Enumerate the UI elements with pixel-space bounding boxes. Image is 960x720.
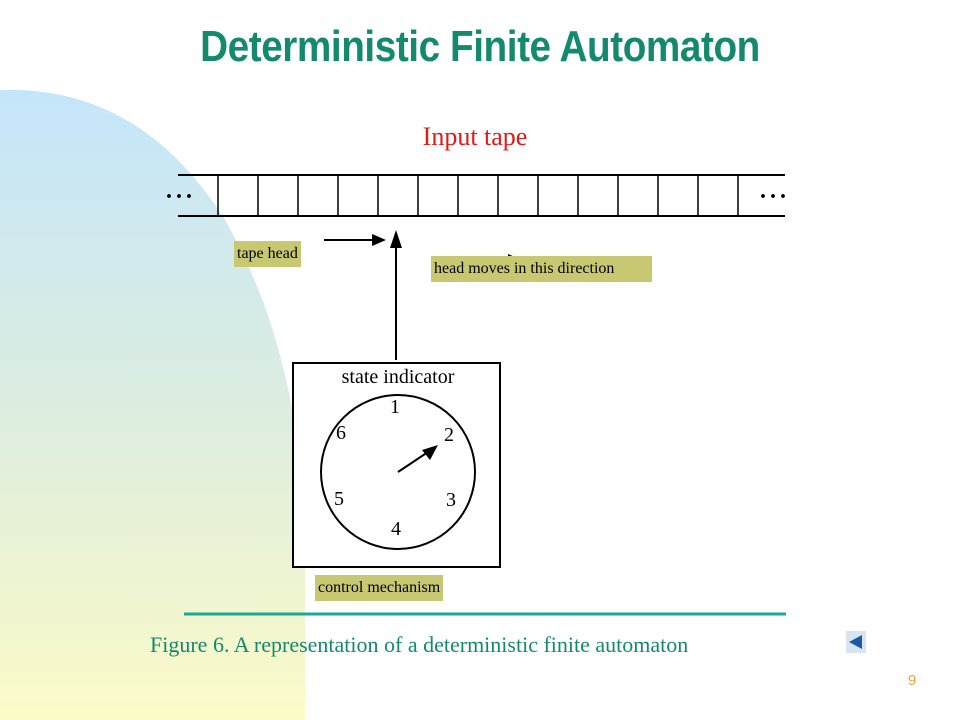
tape-ellipsis-right: ... (760, 178, 790, 204)
tape-head-label: tape head (234, 241, 301, 267)
state-indicator-label: state indicator (341, 366, 455, 388)
tape-head-pointer-arrowhead (372, 234, 386, 246)
slide-title: Deterministic Finite Automaton (200, 22, 760, 71)
dial-number-1: 1 (390, 396, 400, 418)
dial-pointer-arrowhead (422, 445, 438, 460)
dial-number-5: 5 (334, 488, 344, 510)
figure-caption: Figure 6. A representation of a determin… (150, 632, 689, 657)
dial-number-4: 4 (391, 518, 401, 540)
input-tape-label: Input tape (422, 122, 528, 151)
direction-label: head moves in this direction (431, 256, 652, 282)
head-vertical-arrowhead (390, 230, 402, 248)
triangle-left-icon (849, 635, 862, 649)
dial-pointer (397, 451, 429, 473)
control-mechanism-label: control mechanism (315, 575, 444, 601)
dial-number-2: 2 (444, 424, 454, 446)
tape-ellipsis-left: ... (166, 178, 196, 204)
page-number: 9 (908, 672, 917, 689)
tape-cells (217, 175, 739, 216)
back-button[interactable] (846, 631, 866, 653)
dial-number-6: 6 (336, 422, 346, 444)
dial-number-3: 3 (446, 489, 456, 511)
